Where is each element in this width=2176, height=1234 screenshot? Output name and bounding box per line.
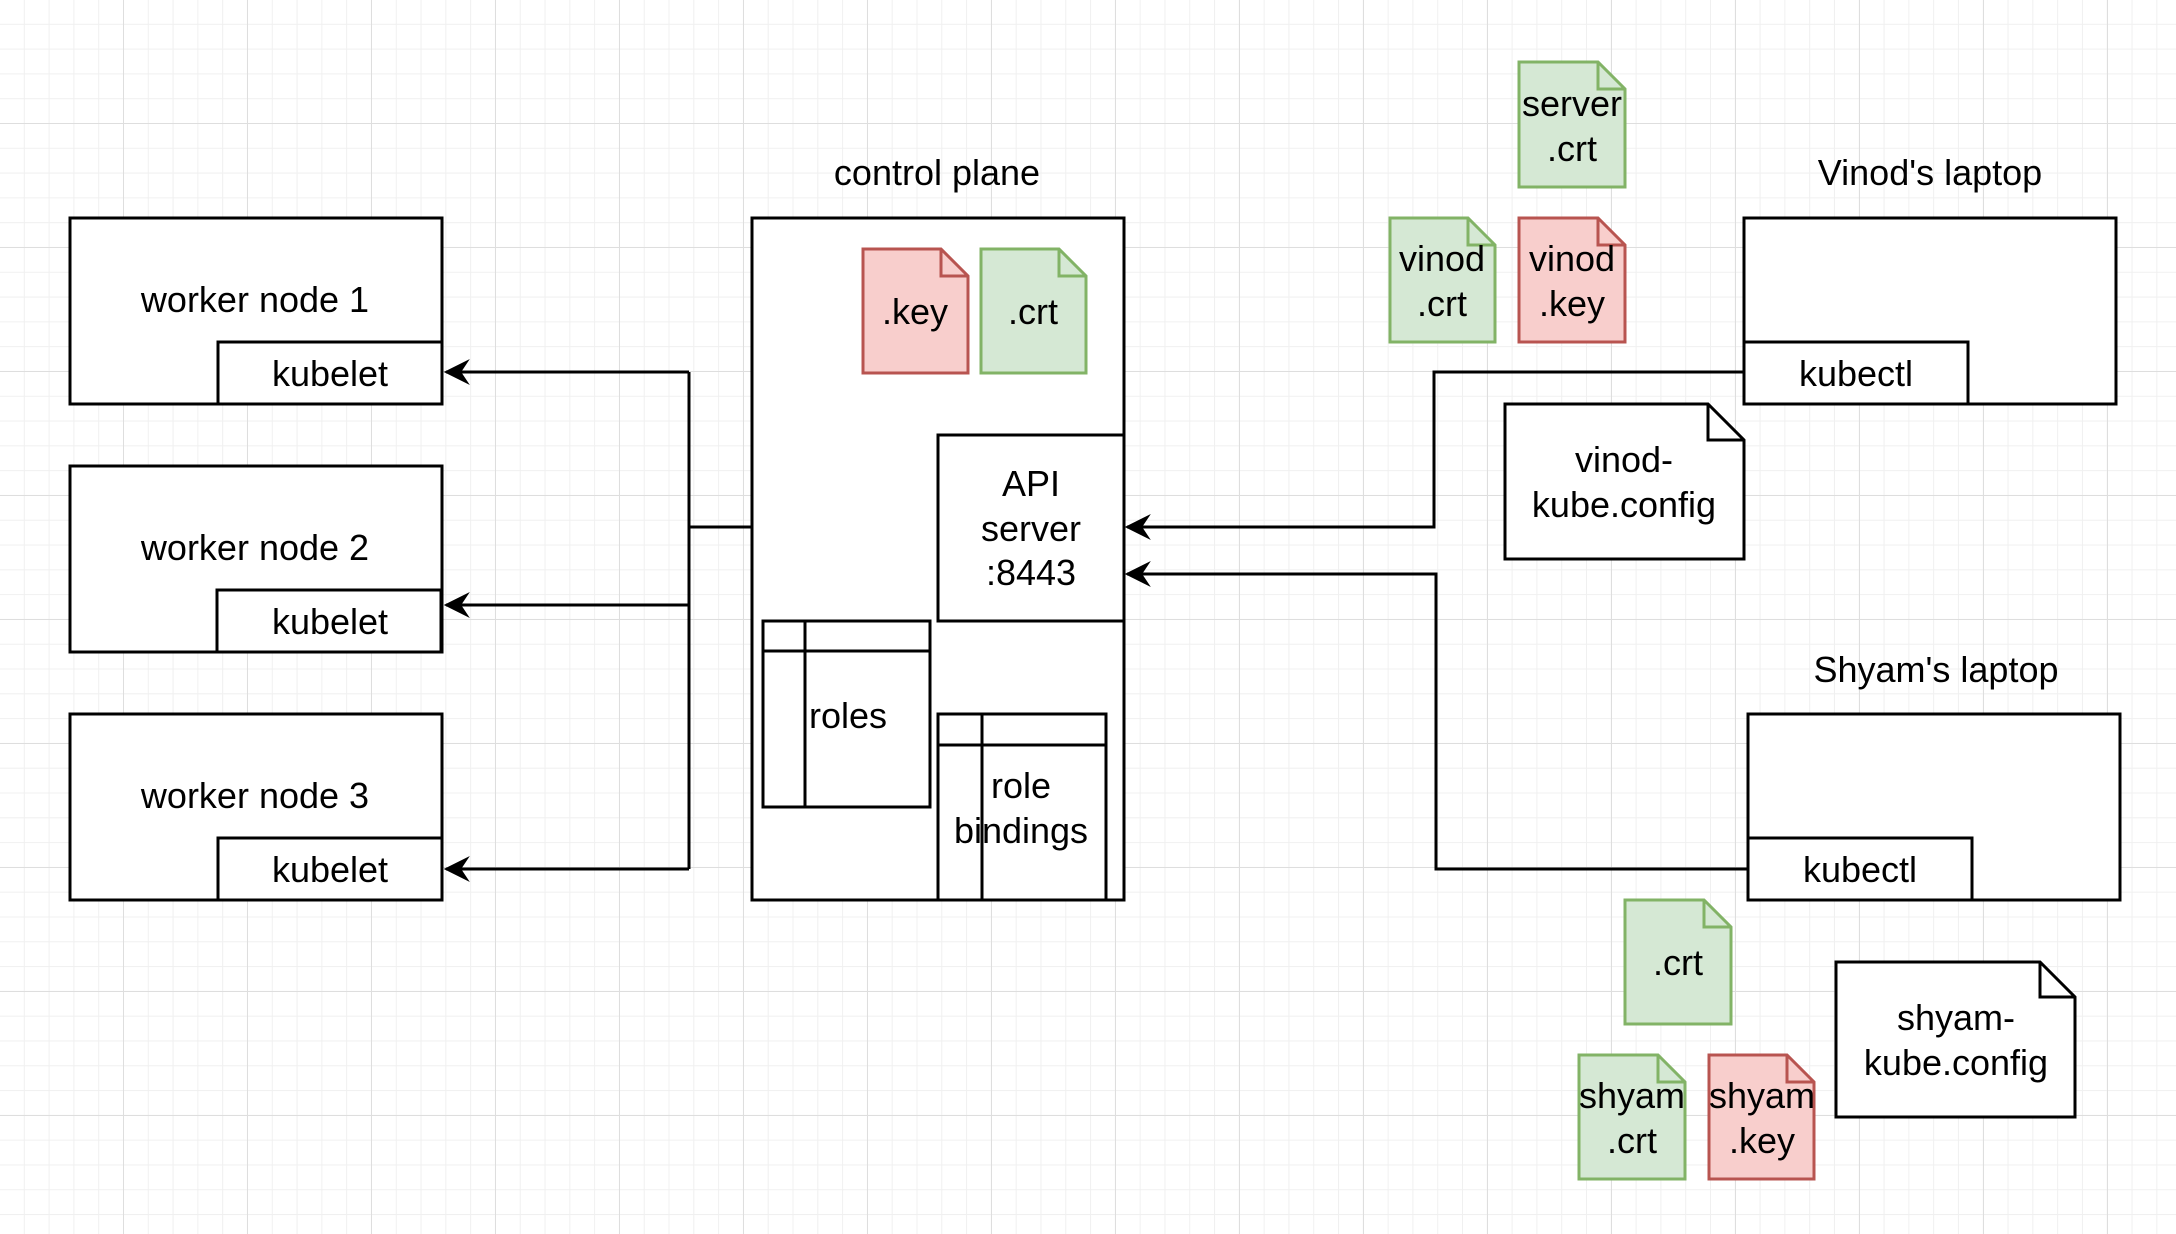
worker-node-3: worker node 3 kubelet	[68, 712, 444, 902]
server-crt-line-2: .crt	[1547, 128, 1597, 169]
vinod-key-line-2: .key	[1539, 283, 1605, 324]
shyam-key-file: shyam .key	[1707, 1053, 1816, 1181]
vinod-kubeconfig-file: vinod- kube.config	[1503, 402, 1746, 561]
kubelet-label: kubelet	[272, 601, 388, 642]
crt-file-shape	[979, 247, 1088, 375]
arrow-shyam-to-api	[1124, 561, 1748, 871]
ca-crt-file: .crt	[979, 247, 1088, 375]
vinod-crt-file: vinod .crt	[1388, 216, 1497, 344]
roles-label: roles	[809, 695, 887, 736]
crt-file-label: .crt	[1008, 291, 1058, 332]
connectors	[443, 359, 1748, 882]
shyam-ca-crt-file: .crt	[1623, 898, 1733, 1026]
role-bindings-line-2: bindings	[954, 810, 1088, 851]
control-plane: control plane .key .crt API server :8443…	[750, 152, 1126, 902]
kubectl-label: kubectl	[1799, 353, 1913, 394]
shyam-kubeconfig-line-2: kube.config	[1864, 1042, 2048, 1083]
api-server-line-1: API	[1002, 463, 1060, 504]
shyam-crt-line-2: .crt	[1607, 1120, 1657, 1161]
control-plane-title: control plane	[834, 152, 1040, 193]
api-server: API server :8443	[936, 433, 1126, 623]
shyam-kubeconfig-file: shyam- kube.config	[1834, 960, 2077, 1119]
shyam-laptop-title: Shyam's laptop	[1813, 649, 2058, 690]
arrow-vinod-to-api	[1124, 370, 1744, 540]
vinod-crt-line-1: vinod	[1399, 238, 1485, 279]
kubelet-label: kubelet	[272, 353, 388, 394]
vinod-key-file: vinod .key	[1517, 216, 1627, 344]
vinod-crt-line-2: .crt	[1417, 283, 1467, 324]
shyam-kubeconfig-line-1: shyam-	[1897, 997, 2015, 1038]
server-crt-file: server .crt	[1517, 60, 1627, 189]
kubelet-label: kubelet	[272, 849, 388, 890]
worker-node-label: worker node 3	[140, 775, 369, 816]
worker-node-1: worker node 1 kubelet	[68, 216, 444, 406]
shyam-crt-file: shyam .crt	[1577, 1053, 1687, 1181]
roles-table: roles	[761, 619, 932, 809]
shyam-laptop: Shyam's laptop kubectl	[1746, 649, 2122, 902]
shyam-key-line-1: shyam	[1709, 1075, 1815, 1116]
api-server-line-2: server	[981, 508, 1081, 549]
kubectl-label: kubectl	[1803, 849, 1917, 890]
api-server-line-3: :8443	[986, 552, 1076, 593]
server-crt-line-1: server	[1522, 83, 1622, 124]
shyam-ca-crt-label: .crt	[1653, 942, 1703, 983]
vinod-files: server .crt vinod .crt vinod .key	[1388, 60, 1627, 344]
worker-node-label: worker node 1	[140, 279, 369, 320]
shyam-files: .crt shyam .crt shyam .key	[1577, 898, 1816, 1181]
shyam-crt-line-1: shyam	[1579, 1075, 1685, 1116]
key-file-shape	[861, 247, 970, 375]
worker-node-2: worker node 2 kubelet	[68, 464, 444, 654]
vinod-kubeconfig-line-2: kube.config	[1532, 484, 1716, 525]
vinod-laptop-title: Vinod's laptop	[1818, 152, 2042, 193]
worker-node-label: worker node 2	[140, 527, 369, 568]
shyam-key-line-2: .key	[1729, 1120, 1795, 1161]
vinod-laptop: Vinod's laptop kubectl	[1742, 152, 2118, 406]
vinod-kubeconfig-line-1: vinod-	[1575, 439, 1673, 480]
role-bindings-line-1: role	[991, 765, 1051, 806]
vinod-key-line-1: vinod	[1529, 238, 1615, 279]
role-bindings-table: role bindings	[936, 712, 1108, 902]
ca-key-file: .key	[861, 247, 970, 375]
key-file-label: .key	[882, 291, 948, 332]
